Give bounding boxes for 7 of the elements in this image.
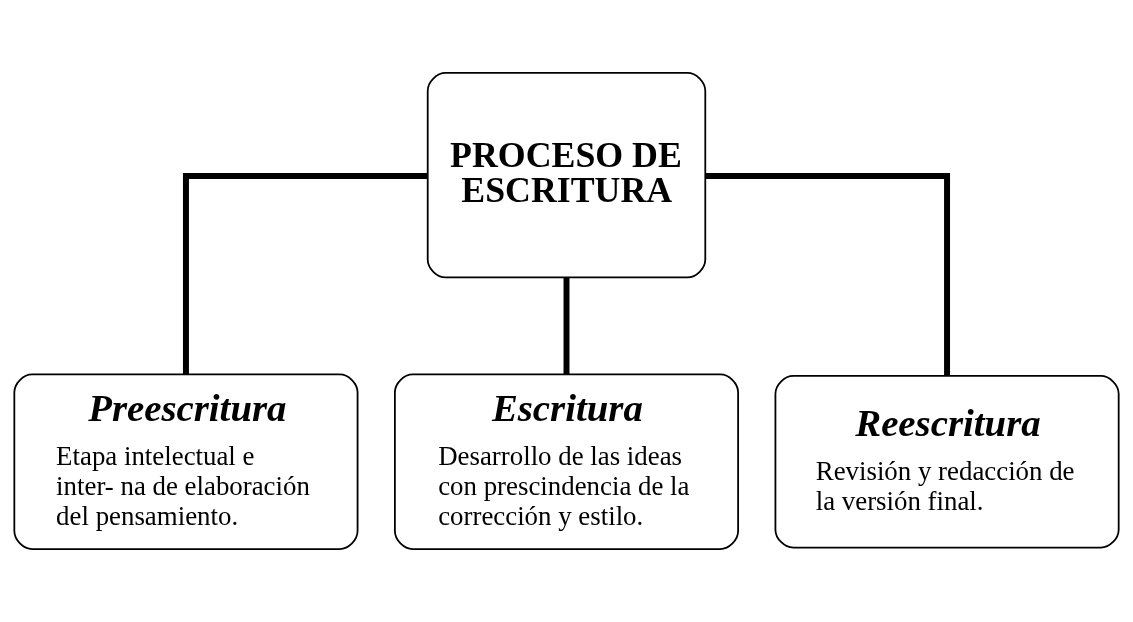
node-box: PROCESO DE ESCRITURA [426, 72, 707, 279]
connector [182, 172, 428, 375]
connector [563, 277, 570, 375]
node-box: Escritura Desarrollo de las ideas con prescindencia de la corrección y estilo. [394, 373, 739, 550]
node-box: Preescritura Etapa intelectual e inter- na de elaboración del pensamiento. [13, 373, 359, 550]
node-box: Reescritura Revisión y redacción de la versión final. [774, 375, 1120, 549]
connector [705, 172, 951, 376]
